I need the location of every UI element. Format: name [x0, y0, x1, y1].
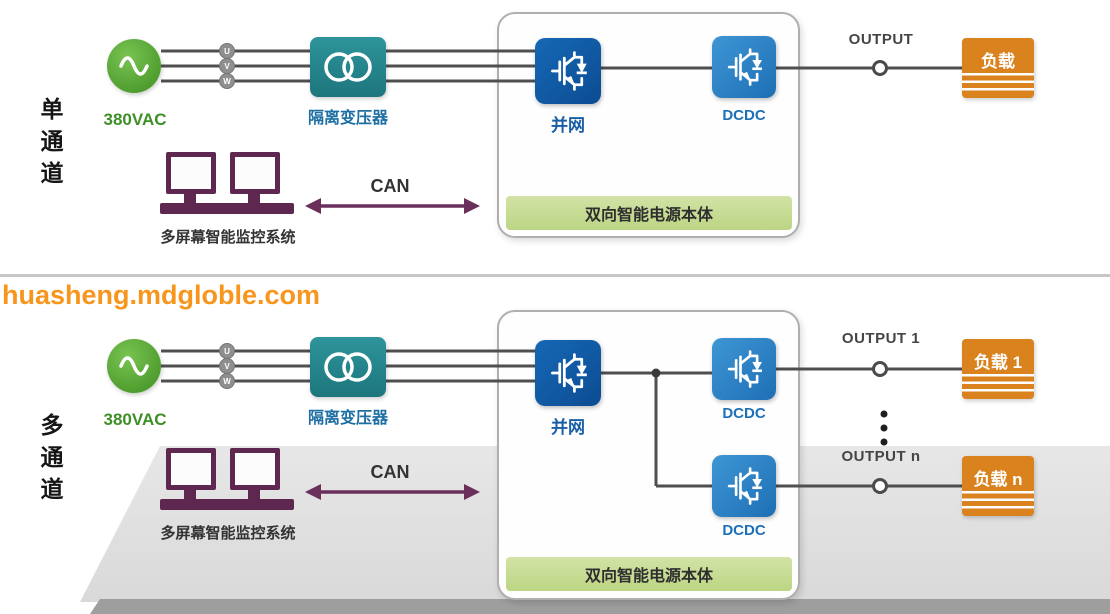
monitor-system-label: 多屏幕智能监控系统 [160, 525, 296, 542]
monitor-base-icon [160, 499, 294, 510]
load-stripes-icon [962, 491, 1034, 512]
dcdc-box-top [712, 338, 776, 400]
output-terminal-icon [872, 361, 888, 377]
grid-inverter-box [535, 340, 601, 406]
watermark: huasheng.mdgloble.com [2, 280, 321, 310]
can-bus-label: CAN [370, 176, 410, 196]
unit-name-label: 双向智能电源本体 [584, 568, 713, 585]
isolation-transformer-box [310, 337, 386, 397]
section-label-single: 单通道 [37, 97, 63, 193]
load-stripes-icon [962, 73, 1034, 94]
dcdc-box-bottom [712, 455, 776, 517]
output-n-label: OUTPUT n [841, 448, 921, 465]
monitor-stand-icon [248, 490, 260, 499]
output-1-label: OUTPUT 1 [841, 330, 921, 347]
monitor-stand-icon [184, 490, 196, 499]
ac-source-icon [107, 39, 161, 93]
monitor-screen-icon [166, 152, 216, 194]
phase-w-badge: W [219, 373, 235, 389]
source-voltage-label: 380VAC [103, 410, 167, 429]
inverter-label: 并网 [551, 418, 585, 437]
section-divider [0, 274, 1110, 277]
can-bus-label: CAN [370, 462, 410, 482]
monitor-icon [160, 448, 294, 511]
monitor-icon [160, 152, 294, 215]
igbt-icon [727, 48, 762, 86]
transformer-icon [324, 52, 372, 82]
igbt-icon [727, 350, 762, 388]
dcdc-label-bottom: DCDC [722, 522, 766, 539]
phase-u-badge: U [219, 43, 235, 59]
phase-u-badge: U [219, 343, 235, 359]
ellipsis-dots-icon [880, 410, 888, 446]
igbt-icon [727, 467, 762, 505]
load-stripes-icon [962, 374, 1034, 395]
load-box-1: 负载 1 [962, 339, 1034, 399]
load-box-n: 负载 n [962, 456, 1034, 516]
grid-inverter-box [535, 38, 601, 104]
ac-source-icon [107, 339, 161, 393]
igbt-icon [551, 353, 587, 393]
monitor-stand-icon [184, 194, 196, 203]
unit-name-bar: 双向智能电源本体 [506, 196, 792, 230]
monitor-base-icon [160, 203, 294, 214]
dcdc-label: DCDC [722, 107, 766, 124]
output-terminal-icon [872, 60, 888, 76]
transformer-icon [324, 352, 372, 382]
monitor-screen-icon [166, 448, 216, 490]
monitor-stand-icon [248, 194, 260, 203]
load-1-label: 负载 1 [973, 353, 1023, 372]
phase-v-badge: V [219, 58, 235, 74]
load-label: 负载 [981, 52, 1015, 71]
output-label: OUTPUT [848, 31, 914, 48]
load-box: 负载 [962, 38, 1034, 98]
phase-v-badge: V [219, 358, 235, 374]
section-label-multi: 多通道 [37, 413, 63, 509]
monitor-screen-icon [230, 448, 280, 490]
inverter-label: 并网 [551, 116, 585, 135]
transformer-label: 隔离变压器 [307, 410, 388, 427]
transformer-label: 隔离变压器 [307, 110, 388, 127]
unit-name-bar: 双向智能电源本体 [506, 557, 792, 591]
source-voltage-label: 380VAC [103, 110, 167, 129]
can-arrow-icon [305, 198, 480, 214]
load-n-label: 负载 n [973, 470, 1023, 489]
monitor-system-label: 多屏幕智能监控系统 [160, 229, 296, 246]
isolation-transformer-box [310, 37, 386, 97]
igbt-icon [551, 51, 587, 91]
monitor-screen-icon [230, 152, 280, 194]
phase-w-badge: W [219, 73, 235, 89]
dcdc-label-top: DCDC [722, 405, 766, 422]
unit-name-label: 双向智能电源本体 [584, 207, 713, 224]
dcdc-box [712, 36, 776, 98]
floor-edge [90, 599, 1110, 614]
